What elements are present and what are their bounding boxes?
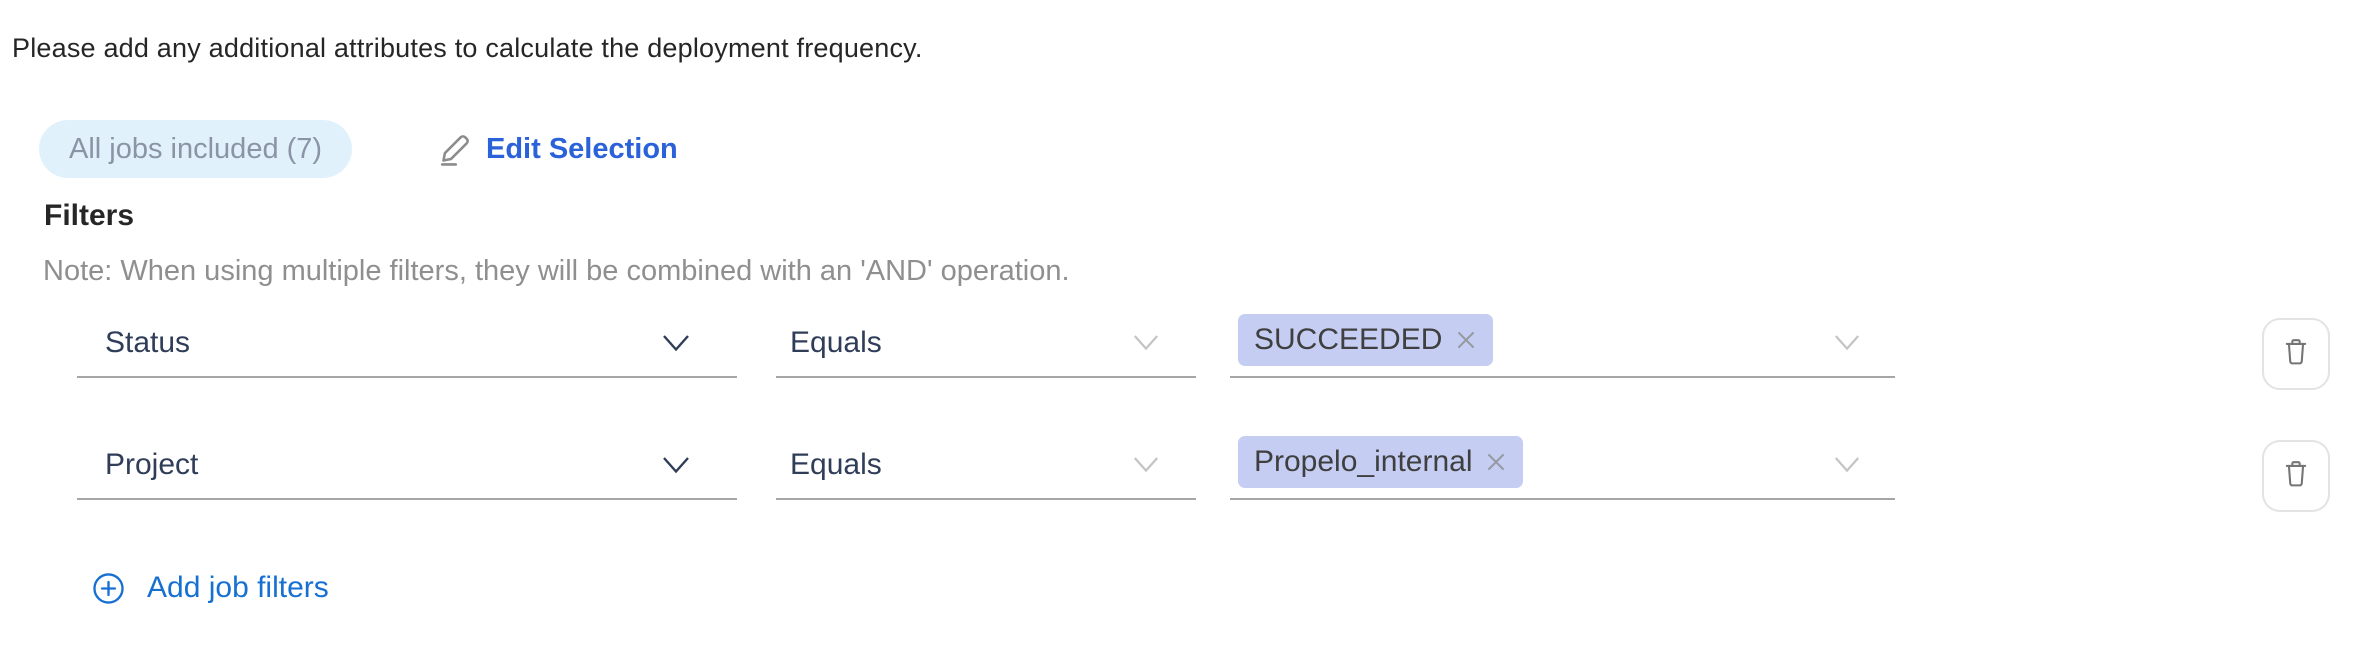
operator-select[interactable]: Equals bbox=[776, 432, 1196, 500]
add-job-filters-link[interactable]: Add job filters bbox=[92, 571, 329, 605]
operator-select-value: Equals bbox=[790, 448, 882, 481]
value-tag-label: SUCCEEDED bbox=[1254, 323, 1443, 356]
trash-icon bbox=[2280, 335, 2312, 374]
remove-tag-icon[interactable] bbox=[1485, 451, 1507, 473]
filter-row: Project Equals Propelo_internal bbox=[0, 432, 2376, 512]
delete-filter-button[interactable] bbox=[2262, 318, 2330, 390]
all-jobs-included-badge: All jobs included (7) bbox=[39, 120, 353, 178]
value-tag: Propelo_internal bbox=[1238, 436, 1524, 488]
edit-selection-label: Edit Selection bbox=[486, 132, 678, 165]
chevron-down-icon bbox=[661, 456, 691, 479]
values-select[interactable]: Propelo_internal bbox=[1230, 432, 1895, 500]
attribute-select[interactable]: Project bbox=[77, 432, 737, 500]
value-tag: SUCCEEDED bbox=[1238, 314, 1494, 366]
operator-select[interactable]: Equals bbox=[776, 310, 1196, 378]
filters-heading: Filters bbox=[44, 199, 135, 232]
chevron-down-icon bbox=[1833, 334, 1861, 356]
value-tag-label: Propelo_internal bbox=[1254, 445, 1473, 478]
chevron-down-icon bbox=[1132, 456, 1160, 478]
add-job-filters-label: Add job filters bbox=[147, 571, 329, 604]
remove-tag-icon[interactable] bbox=[1455, 329, 1477, 351]
operator-select-value: Equals bbox=[790, 326, 882, 359]
plus-circle-icon bbox=[92, 572, 125, 605]
values-select[interactable]: SUCCEEDED bbox=[1230, 310, 1895, 378]
filters-note: Note: When using multiple filters, they … bbox=[43, 255, 1070, 287]
all-jobs-included-label: All jobs included (7) bbox=[69, 132, 323, 165]
delete-filter-button[interactable] bbox=[2262, 440, 2330, 512]
attribute-select-value: Project bbox=[105, 448, 199, 481]
attribute-select-value: Status bbox=[105, 326, 191, 359]
attribute-select[interactable]: Status bbox=[77, 310, 737, 378]
edit-selection-link[interactable]: Edit Selection bbox=[437, 120, 678, 178]
trash-icon bbox=[2280, 457, 2312, 496]
chevron-down-icon bbox=[1833, 456, 1861, 478]
chevron-down-icon bbox=[1132, 334, 1160, 356]
intro-text: Please add any additional attributes to … bbox=[12, 33, 923, 63]
pencil-icon bbox=[437, 131, 473, 167]
filter-row: Status Equals SUCCEEDED bbox=[0, 310, 2376, 390]
chevron-down-icon bbox=[661, 334, 691, 357]
